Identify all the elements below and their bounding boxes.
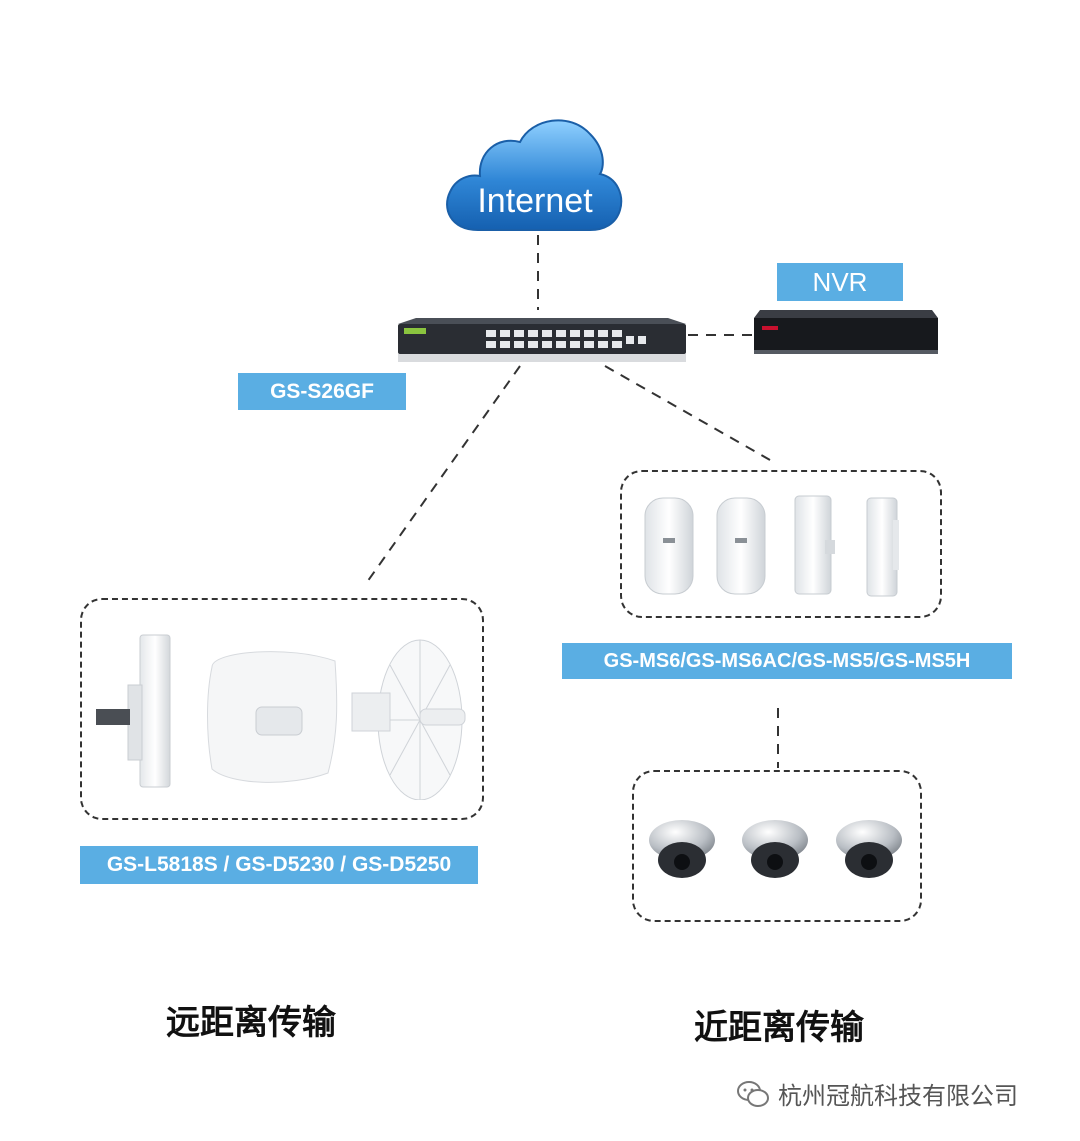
dome-camera-1-icon (649, 820, 715, 878)
internet-cloud-icon: Internet (446, 119, 623, 231)
far-caption: 远距离传输 (166, 1003, 336, 1043)
cameras-box (632, 770, 922, 922)
far-bridges-box (80, 598, 484, 820)
dish-antenna-icon (207, 651, 338, 783)
line-switch-far (364, 365, 521, 586)
watermark: 杭州冠航科技有限公司 (736, 1076, 1018, 1111)
bridge-ms5-icon (794, 495, 835, 595)
bridge-ms5h-icon (866, 497, 899, 597)
nvr-label: NVR (777, 263, 903, 301)
dome-cameras (649, 820, 902, 878)
grid-antenna-icon (351, 639, 466, 800)
dome-camera-3-icon (836, 820, 902, 878)
far-bridges-label: GS-L5818S / GS-D5230 / GS-D5250 (80, 846, 478, 884)
dome-camera-2-icon (742, 820, 808, 878)
watermark-text: 杭州冠航科技有限公司 (778, 1082, 1018, 1110)
near-bridge-devices (644, 495, 899, 597)
wechat-icon (737, 1080, 769, 1107)
bridge-ms6ac-icon (716, 497, 766, 595)
near-bridges-box (620, 470, 942, 618)
switch-label: GS-S26GF (238, 373, 406, 410)
switch-icon (398, 318, 686, 362)
near-bridges-label: GS-MS6/GS-MS6AC/GS-MS5/GS-MS5H (562, 643, 1012, 679)
near-caption: 近距离传输 (694, 1008, 864, 1048)
internet-label: Internet (477, 182, 593, 220)
panel-antenna-icon (96, 634, 171, 788)
bridge-ms6-icon (644, 497, 694, 595)
nvr-icon (754, 310, 938, 354)
line-switch-near (604, 365, 771, 461)
far-bridge-devices (96, 634, 466, 800)
